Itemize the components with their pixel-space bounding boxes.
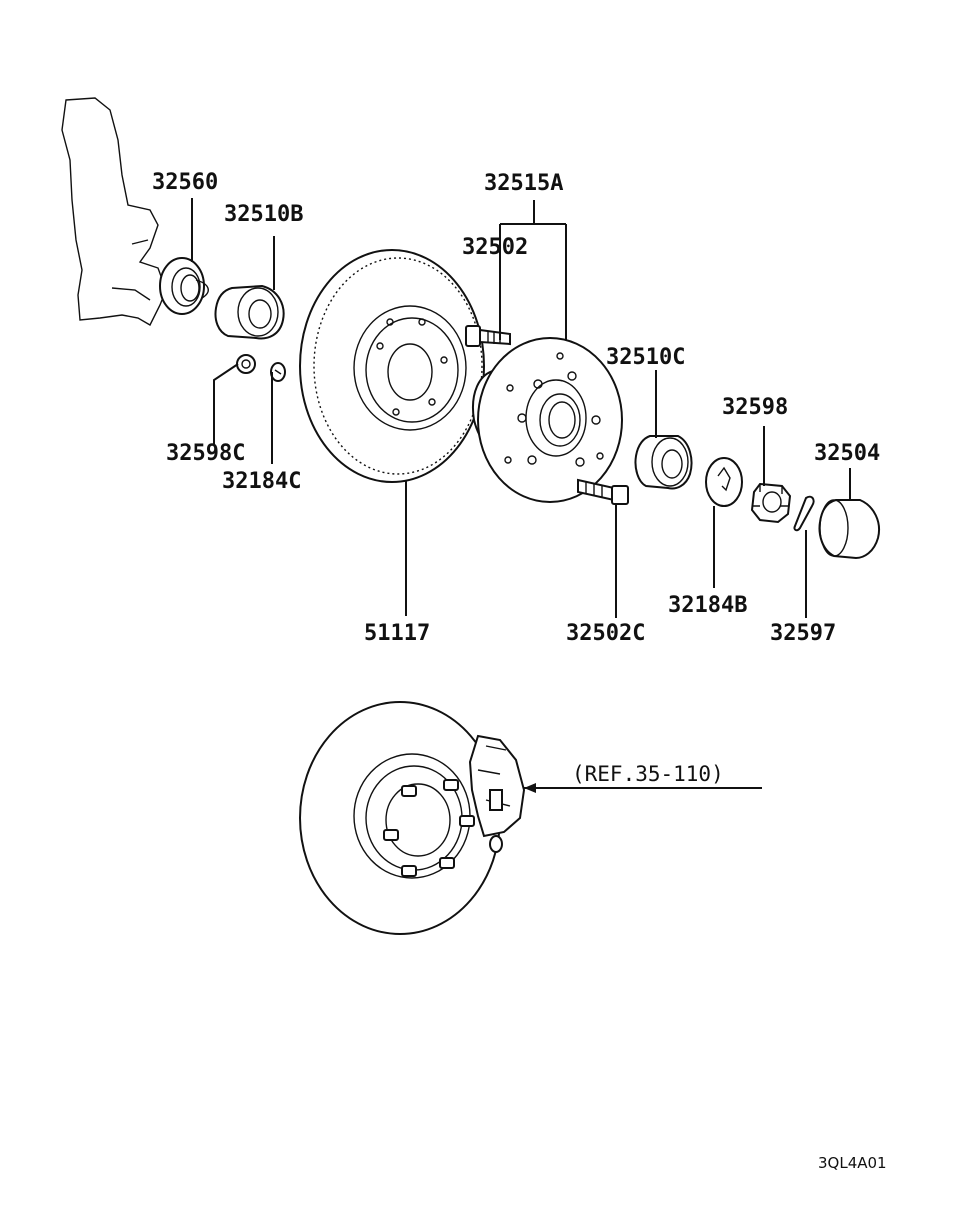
oil-seal-32560 xyxy=(159,257,209,315)
bearing-32510B xyxy=(214,284,285,340)
bearing-32510C xyxy=(634,435,693,490)
hub-cap-32504 xyxy=(818,499,880,560)
steering-knuckle xyxy=(61,97,167,326)
callout-32502: 32502 xyxy=(462,235,528,260)
callout-32598: 32598 xyxy=(722,395,788,420)
brake-caliper xyxy=(468,734,526,853)
washer-32184B xyxy=(705,457,743,507)
callout-32598C: 32598C xyxy=(166,441,245,466)
nut-32598C xyxy=(236,354,256,374)
callout-32502C: 32502C xyxy=(566,621,645,646)
callout-32597: 32597 xyxy=(770,621,836,646)
leader-lines xyxy=(191,198,851,793)
washer-32184C xyxy=(270,362,286,382)
front-hub-32515A xyxy=(472,337,623,503)
reference-label: (REF.35-110) xyxy=(572,762,724,786)
drawing-code: 3QL4A01 xyxy=(818,1154,887,1172)
wheel-studs xyxy=(383,779,475,877)
callout-32184C: 32184C xyxy=(222,469,301,494)
bolt-32502C xyxy=(577,478,629,505)
callout-32510B: 32510B xyxy=(224,202,303,227)
callout-32184B: 32184B xyxy=(668,593,747,618)
callout-32510C: 32510C xyxy=(606,345,685,370)
callout-32515A: 32515A xyxy=(484,171,563,196)
callout-32560: 32560 xyxy=(152,170,218,195)
brake-disc-51117 xyxy=(299,249,485,483)
cotter-pin-32597 xyxy=(793,495,815,532)
castle-nut-32598 xyxy=(750,482,792,524)
callout-32504: 32504 xyxy=(814,441,880,466)
hub-bolt-32502 xyxy=(465,325,511,347)
callout-51117: 51117 xyxy=(364,621,430,646)
assembled-disc xyxy=(299,701,501,935)
